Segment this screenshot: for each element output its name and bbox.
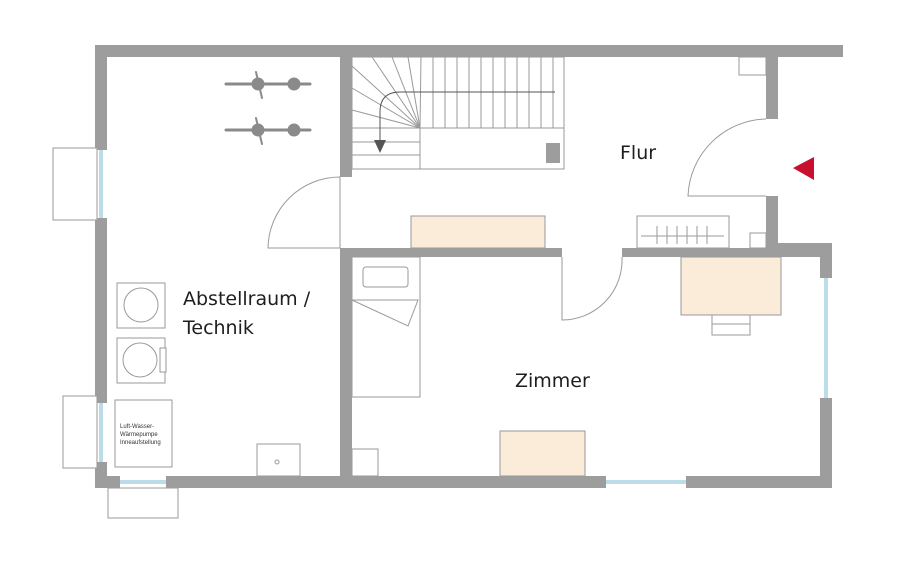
desk-chair: [711, 314, 751, 336]
door-entrance: [687, 118, 767, 197]
door-room: [561, 256, 623, 321]
door-storage: [267, 176, 341, 249]
entrance-marker-icon: [793, 157, 814, 180]
wall-entrance-upper: [766, 57, 778, 119]
window-left-lower: [99, 403, 103, 462]
walls: [95, 45, 843, 488]
desk: [680, 256, 782, 316]
stair-winder: [351, 109, 421, 129]
bike-wheel-icon: [287, 123, 301, 137]
heat-pump-unit: [114, 399, 173, 468]
window-bay-bottom: [107, 487, 179, 519]
bed-pillow: [362, 266, 409, 288]
radiator-body: [636, 215, 730, 249]
wall-room-top-right: [622, 248, 822, 257]
stair-outline: [351, 56, 565, 170]
hall-shelf: [410, 215, 546, 249]
bike-handle-icon: [255, 117, 263, 145]
room-label-zimmer: Zimmer: [515, 370, 590, 392]
doors: [267, 118, 767, 321]
stair-walkline: [379, 91, 555, 148]
wall-bottom-left: [95, 476, 120, 488]
window-bottom-left: [120, 480, 166, 484]
wall-top: [95, 45, 843, 57]
room-label-abstellraum-line1: Abstellraum /: [183, 288, 311, 310]
window-bays: [52, 147, 179, 519]
bed: [351, 256, 421, 398]
window-bay-left-lower: [62, 395, 98, 469]
heat-pump-label-line3: Inneaufstellung: [120, 440, 161, 446]
heat-pump-label-line1: Luft-Wasser-: [120, 424, 154, 430]
bike-wheel-icon: [287, 77, 301, 91]
appliances: [114, 282, 173, 468]
heat-pump-label-line2: Wärmepumpe: [120, 432, 158, 438]
stair-winder: [351, 87, 421, 129]
pillar: [546, 143, 560, 163]
stair-inner-landing: [419, 127, 564, 169]
dryer-drum-icon: [122, 342, 158, 378]
room-label-flur: Flur: [620, 142, 656, 164]
windows: [99, 150, 828, 484]
sink: [256, 443, 301, 477]
sink-drain-icon: [274, 459, 280, 465]
fixtures: [256, 56, 767, 477]
window-bottom-room: [606, 480, 686, 484]
wall-storage-partition-lower: [340, 248, 352, 488]
wall-left-middle: [95, 218, 107, 403]
room-label-abstellraum-line2: Technik: [182, 317, 254, 339]
dresser: [499, 430, 586, 477]
wall-recess-top-right: [738, 56, 767, 76]
window-bay-left-upper: [52, 147, 98, 221]
wall-right-lower: [820, 398, 832, 488]
bike-handle-icon: [255, 71, 263, 99]
window-right-room: [824, 278, 828, 398]
wall-entrance-lower: [766, 196, 778, 255]
wall-recess-room: [351, 448, 379, 477]
staircase: [351, 56, 565, 170]
window-left-upper: [99, 150, 103, 218]
washing-machine-drum-icon: [123, 287, 159, 323]
wall-recess-bottom-right: [749, 232, 767, 249]
wall-room-top-left: [340, 248, 562, 257]
bike-racks: [224, 71, 312, 145]
stair-winder: [351, 65, 421, 129]
wall-storage-partition-upper: [340, 57, 352, 177]
stair-arrow-icon: [374, 140, 386, 153]
wall-left-upper: [95, 45, 107, 150]
wall-bottom-middle: [166, 476, 606, 488]
wall-bottom-right: [686, 476, 832, 488]
bed-blanket-fold: [351, 299, 419, 327]
dryer-knob: [159, 347, 167, 373]
radiator: [636, 215, 730, 249]
